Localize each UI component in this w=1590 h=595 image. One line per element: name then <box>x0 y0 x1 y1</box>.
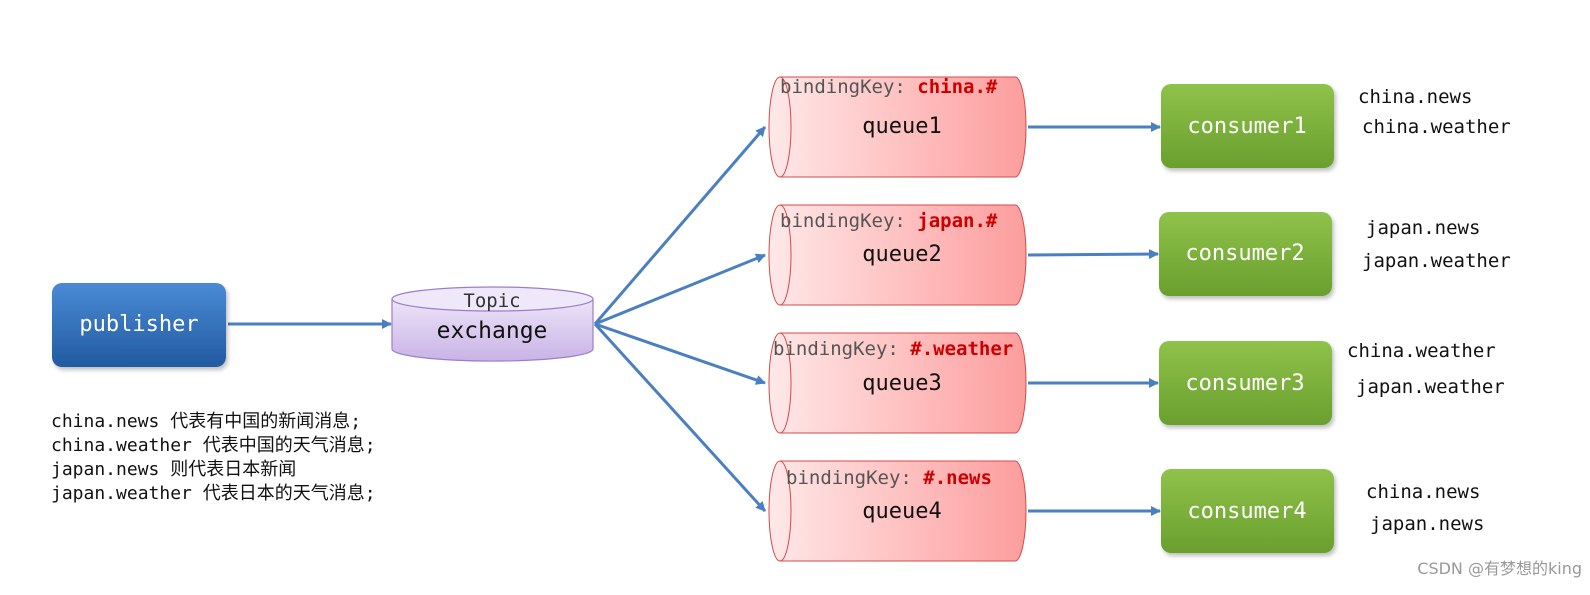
arrow-exchange-queue3 <box>594 322 766 385</box>
arrows <box>228 122 1161 516</box>
consumer-node: consumer1 <box>1161 84 1334 168</box>
queue-label: queue3 <box>862 371 941 396</box>
exchange-label: exchange <box>437 318 548 344</box>
watermark: CSDN @有梦想的king <box>1417 559 1582 578</box>
consumer-key: japan.weather <box>1356 376 1505 398</box>
arrow-exchange-queue2 <box>594 253 766 326</box>
consumer-label: consumer4 <box>1187 499 1306 524</box>
binding-key-label: bindingKey: #.news <box>786 467 992 489</box>
consumer-label: consumer2 <box>1185 241 1304 266</box>
queue-body <box>768 460 1027 562</box>
binding-key-value: #.news <box>923 467 992 489</box>
binding-key-prefix: bindingKey: <box>773 338 910 360</box>
consumer-label: consumer3 <box>1185 371 1304 396</box>
arrow-exchange-queue4 <box>593 322 767 513</box>
binding-key-value: #.weather <box>910 338 1013 360</box>
routing-key-notes: china.news 代表有中国的新闻消息; china.weather 代表中… <box>51 411 376 504</box>
consumer-key: china.weather <box>1347 340 1496 362</box>
exchange-body <box>391 298 594 362</box>
exchange-node: Topic exchange <box>391 286 594 362</box>
queue-node: bindingKey: #.weather queue3 <box>768 332 1027 434</box>
binding-key-prefix: bindingKey: <box>780 210 917 232</box>
binding-key-label: bindingKey: china.# <box>780 76 998 98</box>
note-line: japan.news 则代表日本新闻 <box>51 459 296 480</box>
binding-key-value: china.# <box>917 76 998 98</box>
queue-label: queue1 <box>862 114 941 139</box>
queue-label: queue2 <box>862 242 941 267</box>
queue-node: bindingKey: japan.# queue2 <box>768 204 1027 306</box>
arrow-exchange-queue1 <box>593 126 767 325</box>
queue-body <box>768 76 1027 178</box>
consumer-label: consumer1 <box>1187 114 1306 139</box>
consumer-box <box>1159 341 1332 425</box>
consumer-key: japan.news <box>1370 513 1484 535</box>
queue-inner-curve <box>779 76 792 178</box>
queue-inner-curve <box>779 204 792 306</box>
consumer-node: consumer2 <box>1159 212 1332 296</box>
note-line: china.weather 代表中国的天气消息; <box>51 435 376 456</box>
consumer-key: japan.weather <box>1362 250 1511 272</box>
queue-body <box>768 332 1027 434</box>
note-line: japan.weather 代表日本的天气消息; <box>51 483 376 504</box>
queue-body <box>768 204 1027 306</box>
queue-label: queue4 <box>862 499 941 524</box>
publisher-node: publisher <box>52 283 226 367</box>
binding-key-value: japan.# <box>917 210 998 232</box>
note-line: china.news 代表有中国的新闻消息; <box>51 411 361 432</box>
consumer-key: japan.news <box>1366 217 1480 239</box>
exchange-type-label: Topic <box>463 290 520 312</box>
binding-key-label: bindingKey: #.weather <box>773 338 1013 360</box>
consumer-key: china.news <box>1366 481 1480 503</box>
queue-node: bindingKey: #.news queue4 <box>768 460 1027 562</box>
consumer-key: china.news <box>1358 86 1472 108</box>
consumer-key: china.weather <box>1362 116 1511 138</box>
publisher-box <box>52 283 226 367</box>
exchange-top <box>391 286 594 312</box>
queue-inner-curve <box>779 332 792 434</box>
queue-node: bindingKey: china.# queue1 <box>768 76 1027 178</box>
consumer-box <box>1161 84 1334 168</box>
consumer-box <box>1159 212 1332 296</box>
arrow-queue2-consumer2 <box>1027 249 1159 260</box>
consumer-box <box>1161 469 1334 553</box>
queue-inner-curve <box>779 460 792 562</box>
binding-key-prefix: bindingKey: <box>780 76 917 98</box>
binding-key-prefix: bindingKey: <box>786 467 923 489</box>
publisher-label: publisher <box>79 312 198 337</box>
consumer-node: consumer3 <box>1159 341 1332 425</box>
consumer-node: consumer4 <box>1161 469 1334 553</box>
consumer-keys: china.news china.weather japan.news japa… <box>1347 86 1511 535</box>
binding-key-label: bindingKey: japan.# <box>780 210 998 232</box>
